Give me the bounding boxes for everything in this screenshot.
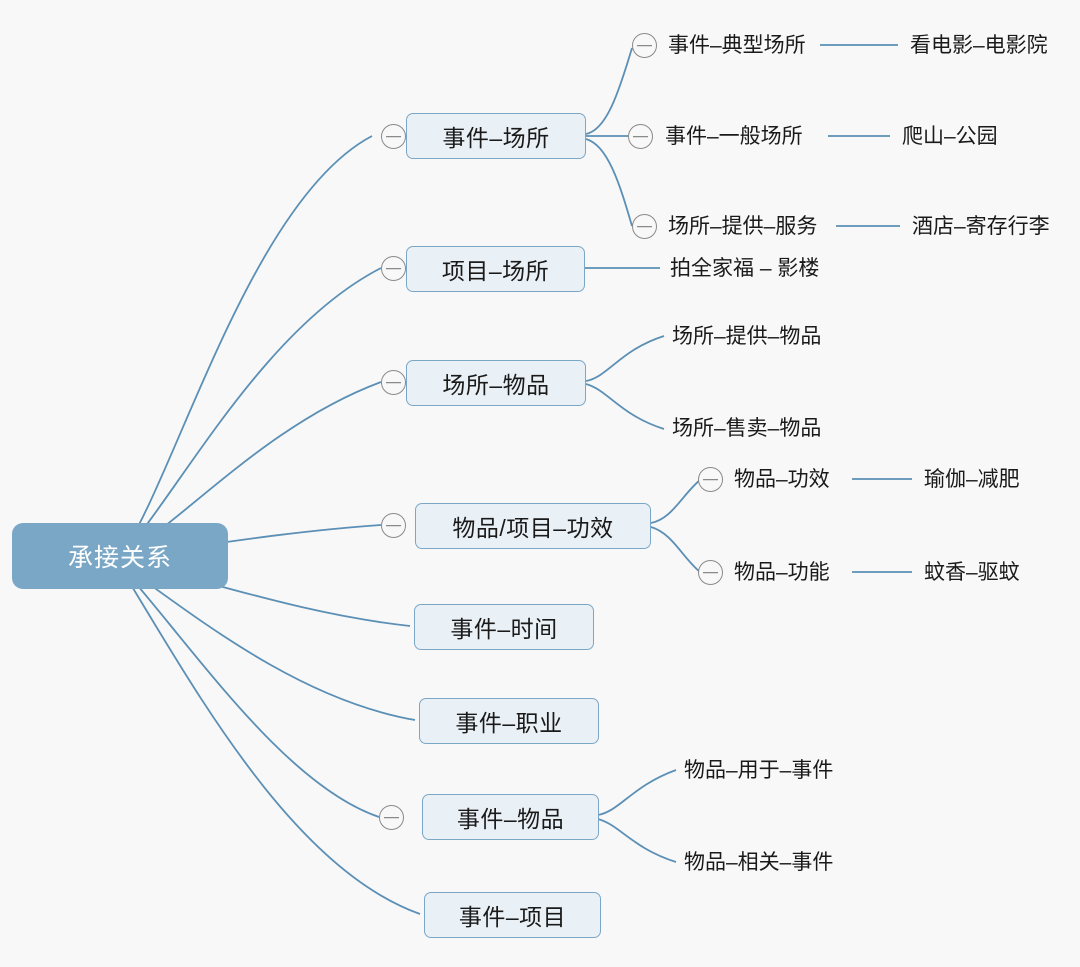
root-node[interactable]: 承接关系 (12, 523, 228, 589)
leaf-label-b4-c1[interactable]: 物品–功效 (734, 468, 830, 491)
branch-node-3[interactable]: 场所–物品 (406, 360, 586, 406)
branch-node-4-label: 物品/项目–功效 (452, 515, 614, 541)
example-label-b1-c2[interactable]: 爬山–公园 (902, 125, 998, 148)
leaf-label-b1-c1[interactable]: 事件–典型场所 (668, 34, 806, 57)
branch-node-8-label: 事件–项目 (458, 904, 567, 930)
edge-branch4-child1 (650, 479, 701, 524)
edge-branch3-child2 (585, 383, 665, 430)
collapse-toggle-b1-c1[interactable] (632, 33, 657, 58)
collapse-toggle-b1-c2[interactable] (628, 124, 653, 149)
leaf-label-b7-c2[interactable]: 物品–相关–事件 (684, 851, 834, 874)
branch-node-4[interactable]: 物品/项目–功效 (415, 503, 651, 549)
edge-branch4-child2 (650, 526, 701, 573)
edge-branch7-child1 (597, 769, 677, 816)
leaf-label-b2-c1[interactable]: 拍全家福 – 影楼 (670, 257, 820, 280)
branch-node-1[interactable]: 事件–场所 (406, 113, 586, 159)
branch-node-2-label: 项目–场所 (441, 258, 550, 284)
leaf-label-b1-c3[interactable]: 场所–提供–服务 (668, 215, 818, 238)
branch-node-7[interactable]: 事件–物品 (422, 794, 599, 840)
leaf-label-b4-c2[interactable]: 物品–功能 (734, 561, 830, 584)
example-label-b4-c2[interactable]: 蚊香–驱蚊 (924, 561, 1020, 584)
example-label-b1-c3[interactable]: 酒店–寄存行李 (912, 215, 1050, 238)
edge-root-to-branch-8 (119, 566, 421, 915)
branch-node-3-label: 场所–物品 (442, 372, 550, 398)
branch-node-1-label: 事件–场所 (442, 125, 550, 151)
collapse-toggle-b1-c3[interactable] (632, 214, 657, 239)
edge-root-to-branch-1 (119, 135, 373, 558)
collapse-toggle-branch-1[interactable] (381, 124, 406, 149)
collapse-toggle-branch-7[interactable] (379, 805, 404, 830)
edge-root-to-branch-2 (119, 267, 382, 558)
collapse-toggle-branch-3[interactable] (381, 370, 406, 395)
leaf-label-b3-c2[interactable]: 场所–售卖–物品 (672, 417, 822, 440)
collapse-toggle-b4-c2[interactable] (698, 560, 723, 585)
branch-node-5-label: 事件–时间 (450, 616, 558, 642)
leaf-label-b3-c1[interactable]: 场所–提供–物品 (672, 325, 822, 348)
collapse-toggle-branch-4[interactable] (381, 513, 406, 538)
collapse-toggle-branch-2[interactable] (381, 256, 406, 281)
leaf-label-b7-c1[interactable]: 物品–用于–事件 (684, 759, 834, 782)
edge-branch7-child2 (597, 818, 677, 863)
branch-node-6[interactable]: 事件–职业 (419, 698, 599, 744)
example-label-b4-c1[interactable]: 瑜伽–减肥 (924, 468, 1020, 491)
collapse-toggle-b4-c1[interactable] (698, 467, 723, 492)
branch-node-6-label: 事件–职业 (455, 710, 563, 736)
branch-node-8[interactable]: 事件–项目 (424, 892, 601, 938)
branch-node-5[interactable]: 事件–时间 (414, 604, 594, 650)
edge-branch1-child1 (585, 47, 633, 135)
branch-node-7-label: 事件–物品 (456, 806, 565, 832)
example-label-b1-c1[interactable]: 看电影–电影院 (910, 34, 1048, 57)
edge-branch3-child1 (585, 335, 665, 382)
edge-root-to-branch-7 (119, 564, 380, 818)
branch-node-2[interactable]: 项目–场所 (406, 246, 585, 292)
edge-branch1-child3 (585, 138, 633, 227)
root-node-label: 承接关系 (67, 544, 172, 572)
leaf-label-b1-c2[interactable]: 事件–一般场所 (665, 125, 803, 148)
